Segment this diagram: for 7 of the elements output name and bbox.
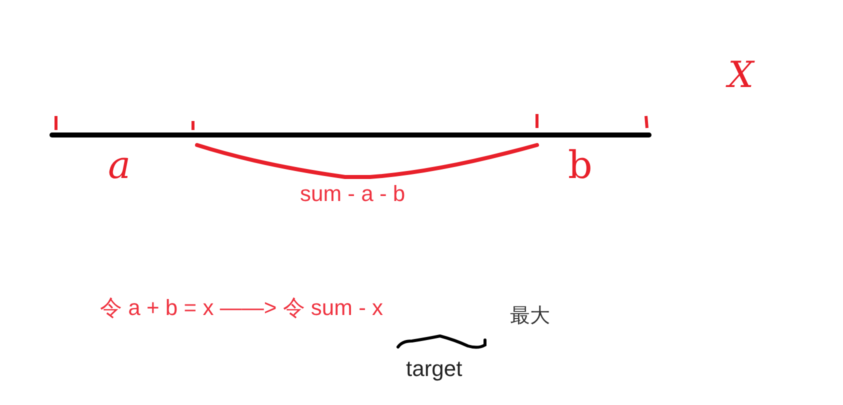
brace-label: target [406,358,462,380]
formula-text: 令 a + b = x ——> 令 sum - x [100,297,384,319]
span-label: sum - a - b [300,183,406,205]
variable-label: a [108,146,131,184]
variable-label: X [728,58,754,94]
variable-label: b [568,146,592,184]
note-text: 最大 [510,306,550,326]
